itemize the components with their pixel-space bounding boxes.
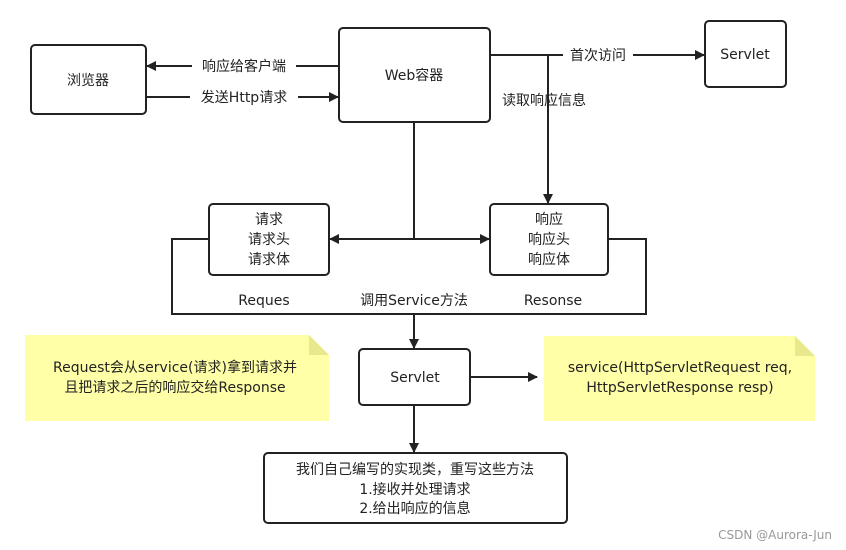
edge-to-client-label: 响应给客户端	[202, 58, 286, 75]
response-line-2: 响应头	[528, 231, 570, 248]
edge-first-visit-label: 首次访问	[570, 48, 626, 64]
note-right-line-2: HttpServletResponse resp)	[586, 380, 773, 396]
response-line-3: 响应体	[528, 251, 570, 268]
edge-read-response-label: 读取响应信息	[502, 92, 586, 109]
impl-node: 我们自己编写的实现类，重写这些方法 1.接收并处理请求 2.给出响应的信息	[263, 452, 568, 524]
impl-line-1: 我们自己编写的实现类，重写这些方法	[296, 461, 534, 478]
edge-send-http: 发送Http请求	[146, 88, 339, 106]
watermark: CSDN @Aurora-Jun	[718, 528, 832, 542]
servlet-mid-node: Servlet	[358, 348, 471, 406]
note-right-line-1: service(HttpServletRequest req,	[568, 360, 792, 376]
servlet-top-label: Servlet	[720, 47, 770, 63]
servlet-mid-label: Servlet	[390, 370, 440, 386]
request-node: 请求 请求头 请求体	[208, 203, 330, 276]
servlet-top-node: Servlet	[704, 20, 787, 88]
edge-send-http-label: 发送Http请求	[201, 90, 287, 106]
edge-read-response: 读取响应信息	[490, 54, 586, 204]
impl-line-3: 2.给出响应的信息	[359, 500, 470, 517]
note-left: Request会从service(请求)拿到请求并 且把请求之后的响应交给Res…	[25, 335, 329, 421]
web-container-label: Web容器	[385, 67, 444, 84]
edge-call-service-label: 调用Service方法	[360, 293, 468, 309]
note-right: service(HttpServletRequest req, HttpServ…	[544, 336, 815, 421]
response-line-1: 响应	[535, 211, 563, 228]
edge-reques-label: Reques	[238, 293, 289, 309]
edge-container-split	[329, 122, 490, 244]
request-line-2: 请求头	[248, 232, 290, 248]
web-container-node: Web容器	[338, 27, 491, 123]
note-left-line-1: Request会从service(请求)拿到请求并	[53, 359, 297, 376]
response-node: 响应 响应头 响应体	[489, 203, 609, 276]
edge-loop-to-servlet: Reques 调用Service方法 Resonse	[171, 238, 647, 349]
edge-to-client: 响应给客户端	[146, 57, 339, 75]
browser-node: 浏览器	[30, 44, 147, 115]
request-line-1: 请求	[255, 212, 283, 228]
note-left-line-2: 且把请求之后的响应交给Response	[64, 379, 285, 396]
request-line-3: 请求体	[248, 252, 290, 268]
browser-label: 浏览器	[67, 73, 109, 89]
impl-line-2: 1.接收并处理请求	[359, 481, 470, 498]
edge-resonse-label: Resonse	[524, 293, 582, 309]
